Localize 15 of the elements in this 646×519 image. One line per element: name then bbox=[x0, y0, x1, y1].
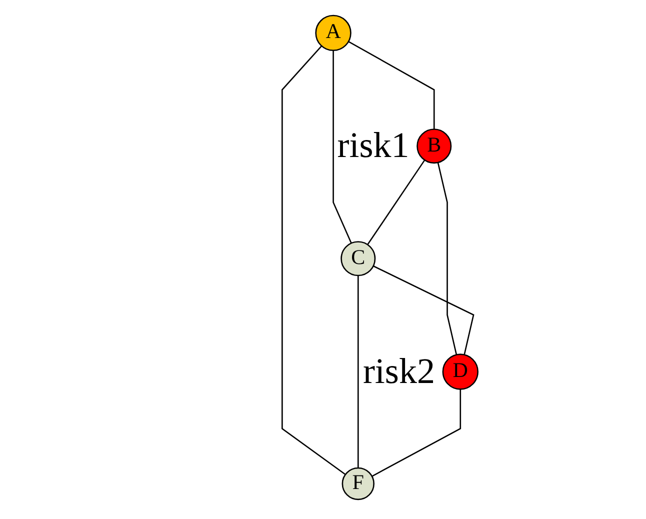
node-circle: A bbox=[315, 14, 352, 52]
node-caption: risk2 bbox=[362, 350, 435, 392]
node-caption: risk1 bbox=[337, 124, 410, 166]
node-circle: F bbox=[342, 467, 374, 500]
connector bbox=[372, 389, 462, 477]
connector bbox=[357, 276, 359, 468]
node-circle: C bbox=[340, 241, 376, 276]
node-circle: B bbox=[416, 128, 452, 164]
node-circle: D bbox=[442, 354, 478, 390]
connector bbox=[332, 50, 352, 244]
connector bbox=[348, 40, 435, 130]
connector bbox=[437, 162, 458, 355]
connector bbox=[373, 265, 474, 355]
connector bbox=[282, 46, 346, 476]
connector bbox=[367, 160, 426, 246]
